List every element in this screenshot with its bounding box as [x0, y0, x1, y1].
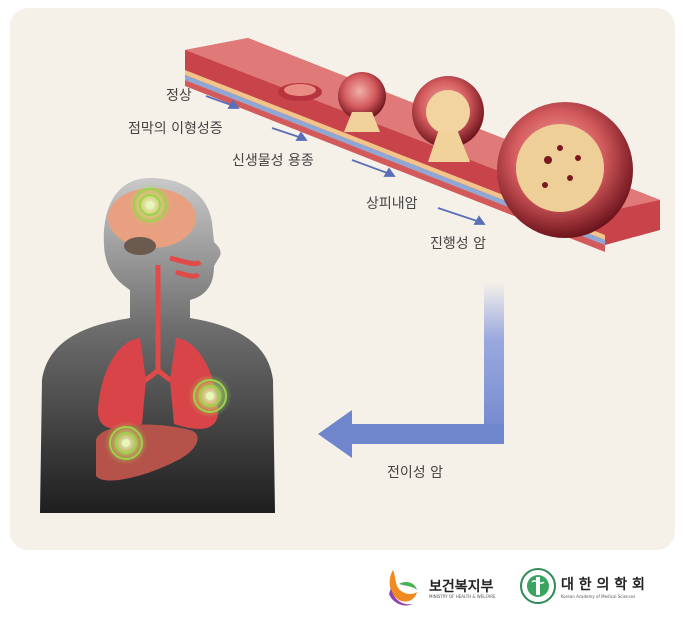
stage-label-neoplasm: 신생물성 용종 [232, 153, 314, 169]
metastasis-marker-lung [188, 374, 232, 418]
metastasis-marker-liver [104, 421, 148, 465]
metastasis-arrow [318, 282, 504, 458]
ministry-logo-icon [389, 570, 417, 606]
tumor-advanced [497, 102, 633, 238]
academy-name: 대 한 의 학 회 [561, 577, 645, 593]
metastasis-label: 전이성 암 [387, 465, 443, 481]
metastasis-marker-brain [128, 183, 172, 227]
polyp-neoplastic [338, 72, 386, 132]
ministry-subtitle: MINISTRY OF HEALTH & WELFARE [429, 594, 496, 599]
stage-label-advanced: 진행성 암 [430, 236, 486, 252]
academy-logo-icon [520, 568, 556, 604]
ministry-name: 보건복지부 [429, 579, 494, 595]
logo-bar: 보건복지부 MINISTRY OF HEALTH & WELFARE 대 한 의… [385, 566, 675, 616]
stage-arrows [205, 95, 486, 225]
academy-subtitle: Korean Academy of Medical Sciences [561, 594, 636, 599]
stage-label-carcinoma-in-situ: 상피내암 [366, 196, 418, 212]
polyp-dysplasia [278, 83, 322, 101]
stage-label-normal: 정상 [166, 88, 192, 104]
stage-label-dysplasia: 점막의 이형성증 [128, 121, 223, 137]
polyp-carcinoma-in-situ [412, 76, 484, 162]
